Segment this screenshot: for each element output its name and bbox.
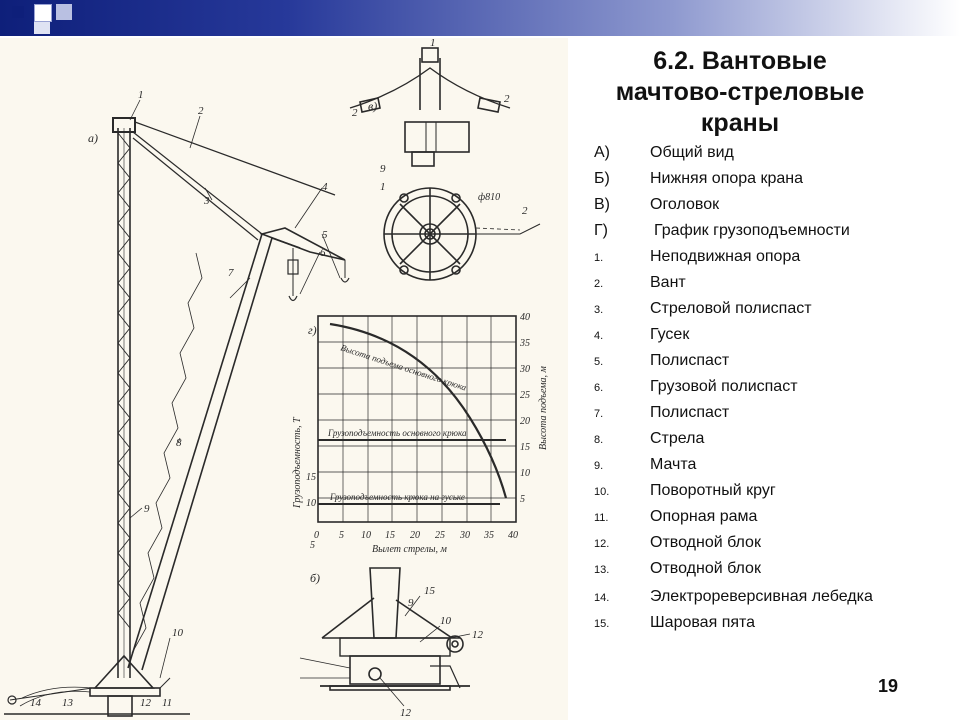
head-dimension: ф810: [478, 192, 500, 203]
view-label-a: а): [88, 131, 98, 145]
corner-square-mid: [56, 4, 72, 20]
graph-xlabel: Вылет стрелы, м: [372, 544, 448, 555]
x-tick-35: 35: [483, 530, 494, 541]
head-view: [349, 47, 541, 281]
callout-14: 14: [30, 697, 42, 709]
page-number: 19: [878, 676, 899, 696]
base-callout-10: 10: [440, 615, 452, 627]
callout-12: 12: [140, 697, 152, 709]
callout-10: 10: [172, 627, 184, 639]
corner-square-light: [34, 4, 52, 22]
lower-support-view: [299, 567, 471, 707]
x-tick-20: 20: [410, 530, 420, 541]
y-right-tick-35: 35: [519, 338, 530, 349]
slide-title-line-2: мачтово-стреловые: [615, 78, 865, 106]
y-right-tick-30: 30: [519, 364, 530, 375]
curve-height: [329, 322, 508, 499]
mast-base: [4, 654, 190, 717]
x-tick-10: 10: [361, 530, 371, 541]
line-main-label: Грузоподъемность основного крюка: [327, 428, 467, 438]
slide-title-line-3: краны: [700, 109, 780, 137]
callout-3: 3: [203, 195, 210, 207]
corner-square-light2: [34, 22, 50, 34]
graph-ylabel-right: Высота подъема, м: [538, 365, 549, 449]
y-right-tick-15: 15: [520, 442, 530, 453]
mast-lattice: [112, 117, 136, 678]
y-left-tick-5: 5: [310, 540, 315, 551]
crane-drawing: а) в) г) б) 1 2 3 4 5 6 7 8 9 10 11 12 1…: [0, 38, 568, 720]
y-right-tick-25: 25: [520, 390, 530, 401]
y-right-tick-40: 40: [520, 312, 530, 323]
view-label-g: г): [308, 323, 317, 337]
callout-7: 7: [228, 267, 234, 279]
head-callout-9: 9: [380, 163, 386, 175]
callout-11: 11: [162, 697, 172, 709]
base-callout-12b: 12: [400, 707, 412, 719]
callout-4: 4: [322, 181, 328, 193]
boom: [127, 233, 273, 671]
base-callout-9: 9: [408, 597, 414, 609]
x-tick-0: 0: [314, 530, 319, 541]
x-tick-5: 5: [339, 530, 344, 541]
line-gusek-label: Грузоподъемность крюка на гуське: [329, 492, 465, 502]
base-callout-12a: 12: [472, 629, 484, 641]
graph-grid: [318, 316, 516, 522]
guy-rope: [134, 121, 336, 196]
head-callout-1: 1: [430, 38, 436, 49]
callout-8: 8: [176, 437, 182, 449]
head-callout-2a: 2: [352, 107, 358, 119]
graph-ylabel-left: Грузоподъемность, Т: [292, 416, 303, 509]
head-callout-2b: 2: [504, 93, 510, 105]
x-tick-30: 30: [459, 530, 470, 541]
callout-9: 9: [144, 503, 150, 515]
callout-leaders-a: [129, 99, 341, 679]
callout-2: 2: [198, 105, 204, 117]
callout-5: 5: [322, 229, 328, 241]
callout-1: 1: [138, 89, 144, 101]
base-callout-15: 15: [424, 585, 436, 597]
x-tick-15: 15: [385, 530, 395, 541]
head-callout-1b: 1: [380, 181, 386, 193]
y-left-tick-10: 10: [306, 498, 316, 509]
y-right-tick-20: 20: [520, 416, 530, 427]
jib: [259, 227, 350, 302]
y-right-tick-5: 5: [520, 494, 525, 505]
view-label-b: б): [310, 571, 320, 585]
x-tick-25: 25: [435, 530, 445, 541]
x-tick-40: 40: [508, 530, 518, 541]
slide-title-line-1: 6.2. Вантовые: [653, 47, 827, 75]
slide-title: 6.2. Вантовые мачтово-стреловые краны: [580, 46, 900, 139]
y-right-tick-10: 10: [520, 468, 530, 479]
head-callout-2c: 2: [522, 205, 528, 217]
capacity-graph: [317, 315, 517, 523]
title-bar: [0, 0, 960, 36]
callout-6: 6: [320, 247, 326, 259]
callout-13: 13: [62, 697, 74, 709]
view-label-v: в): [368, 99, 377, 113]
corner-square-dark: [12, 6, 24, 18]
crane-drawing-svg: а) в) г) б) 1 2 3 4 5 6 7 8 9 10 11 12 1…: [4, 38, 549, 719]
y-left-tick-15: 15: [306, 472, 316, 483]
